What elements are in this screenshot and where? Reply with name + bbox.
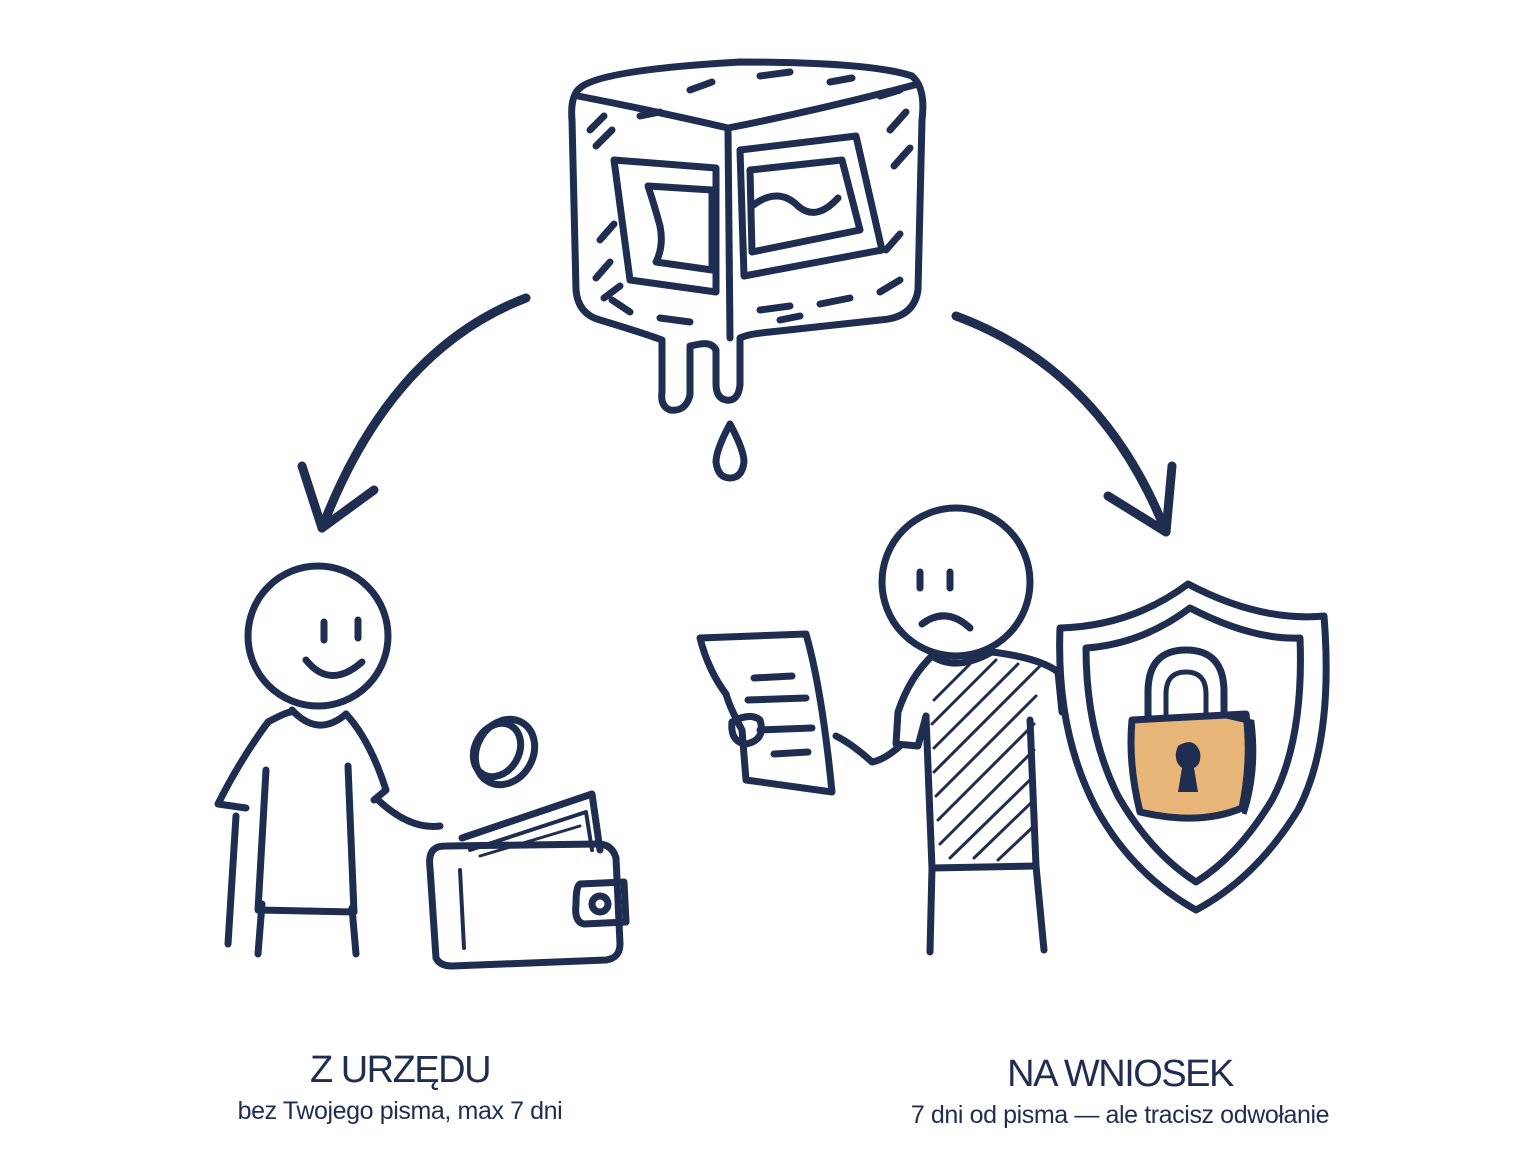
curved-arrow-right-icon [951, 311, 1177, 537]
shield-icon [1056, 580, 1330, 914]
sad-person-icon [832, 504, 1066, 956]
happy-person-icon [214, 562, 444, 958]
left-title: Z URZĘDU [309, 1049, 492, 1091]
left-subtitle: bez Twojego pisma, max 7 dni [237, 1097, 563, 1125]
frozen-money-ice-cube-icon [568, 58, 927, 414]
right-caption: NA WNIOSEK 7 dni od pisma — ale tracisz … [840, 1052, 1400, 1132]
document-icon [696, 630, 836, 796]
water-drop-icon [712, 420, 748, 482]
left-caption: Z URZĘDU bez Twojego pisma, max 7 dni [150, 1048, 650, 1128]
right-title: NA WNIOSEK [1007, 1053, 1234, 1095]
wallet-icon [426, 790, 630, 970]
padlock-icon [1127, 646, 1257, 822]
right-subtitle: 7 dni od pisma — ale tracisz odwołanie [910, 1101, 1330, 1129]
coin-icon [469, 715, 539, 789]
illustration [214, 58, 1330, 970]
curved-arrow-left-icon [297, 293, 531, 533]
